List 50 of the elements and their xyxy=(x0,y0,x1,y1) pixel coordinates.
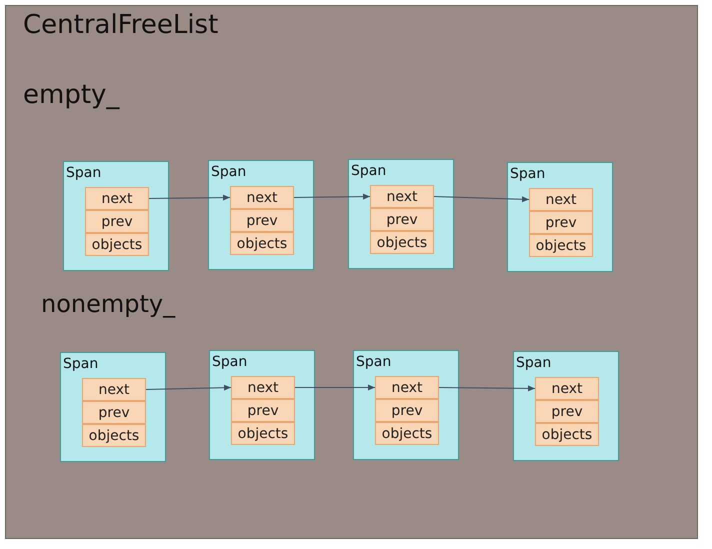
field-row: next xyxy=(370,185,434,208)
field-row: prev xyxy=(82,401,146,424)
field-row: objects xyxy=(230,232,294,255)
arrow xyxy=(148,194,230,201)
block-title: Span xyxy=(66,165,102,181)
block-title: Span xyxy=(212,354,248,370)
list-heading: empty_ xyxy=(23,80,120,110)
block-title: Span xyxy=(63,356,98,372)
field-row: objects xyxy=(85,233,149,256)
block-title: Span xyxy=(510,166,546,182)
container-panel xyxy=(5,5,698,539)
arrow xyxy=(294,384,376,390)
field-row: objects xyxy=(231,422,295,445)
field-row: prev xyxy=(529,211,593,234)
field-row: next xyxy=(82,378,146,401)
panel-title: CentralFreeList xyxy=(23,10,218,40)
block-title: Span xyxy=(351,163,386,179)
field-row: objects xyxy=(82,424,146,447)
field-row: prev xyxy=(375,399,439,422)
block-title: Span xyxy=(356,354,392,370)
field-row: objects xyxy=(370,231,434,254)
field-row: prev xyxy=(230,209,294,232)
span-block xyxy=(513,351,619,461)
block-title: Span xyxy=(516,355,552,371)
field-row: prev xyxy=(85,210,149,233)
field-row: prev xyxy=(535,400,599,423)
arrow xyxy=(146,384,232,391)
field-row: objects xyxy=(535,423,599,446)
span-block xyxy=(507,162,613,272)
field-row: prev xyxy=(370,208,434,231)
arrow xyxy=(438,385,536,392)
span-block xyxy=(348,159,454,269)
span-block xyxy=(63,161,169,271)
arrow xyxy=(294,194,370,200)
span-block xyxy=(209,350,315,460)
list-heading: nonempty_ xyxy=(41,290,176,318)
arrow xyxy=(434,196,530,202)
field-row: next xyxy=(375,376,439,399)
field-row: objects xyxy=(529,234,593,257)
field-row: next xyxy=(231,376,295,399)
field-row: next xyxy=(85,187,149,210)
field-row: prev xyxy=(231,399,295,422)
field-row: next xyxy=(529,188,593,211)
span-block xyxy=(60,352,166,462)
span-block xyxy=(353,350,459,460)
block-title: Span xyxy=(211,164,246,180)
span-block xyxy=(208,160,314,270)
field-row: next xyxy=(230,186,294,209)
field-row: objects xyxy=(375,422,439,445)
field-row: next xyxy=(535,377,599,400)
